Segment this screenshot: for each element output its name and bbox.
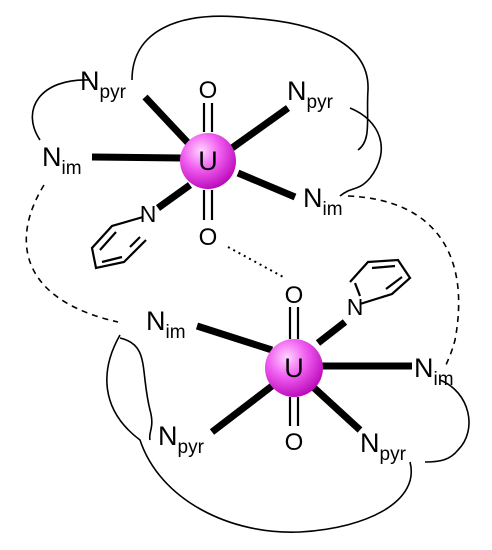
bond-bottom-u-nim-left — [195, 322, 274, 354]
ligand-backbone-top-upper — [131, 15, 369, 151]
im-subscript: im — [166, 322, 186, 343]
npyr-label-top-right: Npyr — [287, 76, 334, 113]
pyr-subscript: pyr — [307, 92, 334, 113]
im-subscript: im — [62, 158, 82, 179]
n-symbol: N — [360, 428, 380, 458]
nim-label-bottom-right: Nim — [414, 353, 454, 390]
bond-bottom-u-npy — [315, 319, 348, 346]
n-symbol: N — [414, 353, 434, 383]
dashed-link-left — [25, 184, 119, 323]
bond-bottom-u-npyr-right — [309, 383, 363, 433]
pyr-subscript: pyr — [100, 82, 127, 103]
dotted-oxo-interaction — [227, 246, 286, 279]
n-symbol: N — [287, 76, 307, 106]
pyridine-ring-top — [90, 215, 147, 270]
uranium-label-top: U — [198, 146, 218, 176]
ligand-loop-top-right — [339, 107, 383, 197]
bond-top-u-npy — [155, 182, 193, 211]
bond-top-u-nim-right — [236, 169, 297, 201]
bond-top-u-npyr-right — [229, 105, 291, 151]
dashed-link-right — [347, 195, 460, 366]
ligand-loop-bottom-right — [424, 379, 470, 463]
pyr-subscript: pyr — [178, 437, 205, 458]
uranium-label-bottom: U — [284, 353, 304, 383]
im-subscript: im — [434, 369, 454, 390]
bond-bottom-u-npyr-left — [209, 383, 275, 435]
uranium-atom-top: U — [180, 133, 236, 189]
nim-label-top-right: Nim — [303, 183, 343, 220]
bond-top-u-npyr-left — [142, 94, 193, 148]
oxo-top-upper: O — [199, 77, 218, 104]
uranium-atom-bottom: U — [265, 339, 323, 397]
oxo-bottom-upper: O — [285, 282, 304, 309]
ligand-backbone-bottom-lower — [106, 334, 413, 533]
nim-label-top-left: Nim — [42, 142, 82, 179]
ligand-loop-top-left — [31, 79, 91, 141]
im-subscript: im — [323, 199, 343, 220]
npyr-label-bottom-left: Npyr — [158, 421, 205, 458]
pyridine-ring-bottom — [349, 258, 412, 306]
bond-top-u-nim-left — [91, 153, 183, 162]
npyr-label-bottom-right: Npyr — [360, 428, 407, 465]
nim-label-bottom-left: Nim — [146, 306, 186, 343]
n-symbol: N — [42, 142, 62, 172]
n-symbol: N — [146, 306, 166, 336]
n-symbol: N — [303, 183, 323, 213]
n-symbol: N — [80, 66, 100, 96]
pyr-subscript: pyr — [380, 444, 407, 465]
oxo-top-lower: O — [199, 224, 218, 251]
npyr-label-top-left: Npyr — [80, 66, 127, 103]
ligand-loop-bottom-left — [119, 337, 153, 441]
pyridine-n-top: N — [140, 201, 157, 227]
oxo-bottom-lower: O — [285, 429, 304, 456]
n-symbol: N — [158, 421, 178, 451]
pyridine-n-bottom: N — [347, 294, 364, 320]
